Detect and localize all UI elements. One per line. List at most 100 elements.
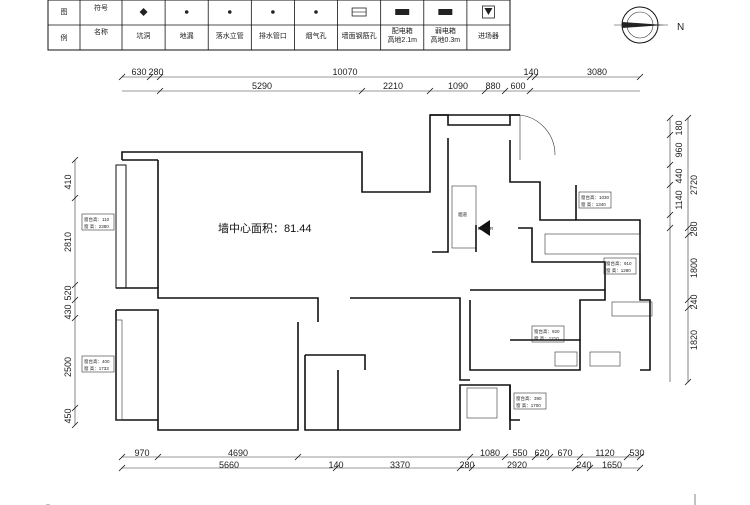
dim-label: 1120 — [595, 448, 614, 458]
dim-tick — [666, 224, 674, 232]
compass-label: N — [677, 22, 684, 33]
dim-tick — [666, 114, 674, 122]
dim-tick — [332, 464, 340, 472]
legend-item-name: 墙面钢筋孔 — [342, 31, 377, 40]
dim-label: 1820 — [689, 330, 699, 350]
left-dimension-line: 410 2810 520 430 2500 450 — [63, 156, 79, 429]
legend-item-name: 配电箱 — [392, 26, 413, 35]
dim-tick — [294, 453, 302, 461]
dim-label: 3080 — [587, 67, 607, 77]
dim-label: 620 — [534, 448, 549, 458]
dim-tick — [576, 453, 584, 461]
dim-tick — [636, 464, 644, 472]
filled-bar-icon — [438, 9, 453, 15]
dim-tick — [684, 378, 692, 386]
legend-table: 坑洞地漏落水立管排水管口烟气孔墙面钢筋孔配电箱高地2.1m弱电箱高地0.3m进场… — [47, 0, 511, 51]
dim-label: 240 — [576, 460, 591, 470]
dim-tick — [456, 464, 464, 472]
dim-tick — [666, 211, 674, 219]
dim-tick — [684, 114, 692, 122]
window-sill-note: 窗台高：390 — [516, 395, 542, 402]
dim-label: 520 — [63, 285, 73, 300]
dim-tick — [623, 453, 631, 461]
legend-col-header: 符号 — [94, 3, 108, 12]
dim-tick — [684, 304, 692, 312]
window-sill-note: 窗台高：1030 — [581, 194, 610, 201]
dim-tick — [636, 453, 644, 461]
dim-tick — [531, 73, 539, 81]
dim-label: 430 — [63, 304, 73, 319]
dim-tick — [666, 161, 674, 169]
dim-label: 970 — [134, 448, 149, 458]
dot-icon — [184, 10, 189, 14]
dim-tick — [501, 87, 509, 95]
dim-label: 5290 — [252, 81, 272, 91]
dim-tick — [118, 464, 126, 472]
dim-label: 530 — [629, 448, 644, 458]
dim-tick — [146, 73, 154, 81]
legend-item-name: 烟气孔 — [306, 31, 327, 40]
dim-tick — [118, 453, 126, 461]
dim-label: 550 — [512, 448, 527, 458]
window-sill-note: 窗台高：910 — [606, 260, 632, 267]
dot-icon — [314, 10, 318, 14]
dim-tick — [526, 73, 534, 81]
dim-label: 4690 — [228, 448, 248, 458]
right-dimension-lines: 180 960 440 1140 2720 280 1800 240 1820 — [666, 114, 699, 386]
dim-label: 2210 — [383, 81, 403, 91]
dim-tick — [666, 131, 674, 139]
enter-label: ENTER — [478, 226, 494, 231]
dim-tick — [571, 464, 579, 472]
dim-tick — [358, 87, 366, 95]
dim-label: 140 — [328, 460, 343, 470]
dim-tick — [71, 404, 79, 412]
dim-tick — [684, 231, 692, 239]
dim-tick — [531, 453, 539, 461]
dot-icon — [271, 10, 275, 14]
dim-label: 960 — [674, 142, 684, 157]
dim-label: 880 — [485, 81, 500, 91]
top-dimension-lines: 630 280 10070 140 3080 5290 2210 1090 88… — [118, 67, 644, 95]
dot-icon — [227, 10, 232, 14]
dim-tick — [501, 453, 509, 461]
dim-tick — [466, 453, 474, 461]
north-compass: N — [614, 6, 684, 44]
dim-tick — [71, 421, 79, 429]
dim-label: 5660 — [219, 460, 239, 470]
bottom-dimension-lines: 970 4690 1080 550 620 670 1120 530 5660 … — [118, 448, 645, 472]
dim-label: 670 — [557, 448, 572, 458]
dim-label: 2720 — [689, 175, 699, 195]
dim-label: 1080 — [480, 448, 500, 458]
window-height-note: 窗 高：2380 — [84, 223, 109, 230]
dim-tick — [526, 87, 534, 95]
dim-tick — [684, 224, 692, 232]
triangle-icon — [482, 5, 495, 19]
filled-bar-icon — [395, 9, 410, 15]
dim-tick — [684, 296, 692, 304]
legend-row-label: 例 — [61, 33, 68, 42]
dim-label: 10070 — [332, 67, 357, 77]
dim-label: 1650 — [602, 460, 622, 470]
dim-tick — [426, 87, 434, 95]
dim-tick — [71, 296, 79, 304]
dim-label: 1140 — [674, 190, 684, 209]
window-height-note: 窗 高：1700 — [516, 402, 541, 409]
legend-item-name: 进场器 — [478, 31, 499, 40]
dim-label: 450 — [63, 408, 73, 423]
pipe-label: 烟道 — [458, 211, 467, 218]
dim-label: 2920 — [507, 460, 527, 470]
dim-tick — [71, 156, 79, 164]
dim-label: 440 — [674, 168, 684, 183]
dim-label: 600 — [510, 81, 525, 91]
window-notes: 窗台高：110 窗 高：2380 窗台高：400 窗 高：1733 窗台高：10… — [81, 191, 637, 410]
legend-row-label: 图 — [61, 8, 68, 16]
legend-item-note: 高地2.1m — [387, 35, 417, 44]
dim-tick — [71, 281, 79, 289]
grid-box-icon — [351, 7, 367, 17]
dim-label: 180 — [674, 120, 684, 135]
dim-tick — [156, 73, 164, 81]
dim-label: 3370 — [390, 460, 410, 470]
legend-col-header: 名称 — [94, 27, 108, 36]
dim-tick — [586, 464, 594, 472]
dim-tick — [666, 181, 674, 189]
